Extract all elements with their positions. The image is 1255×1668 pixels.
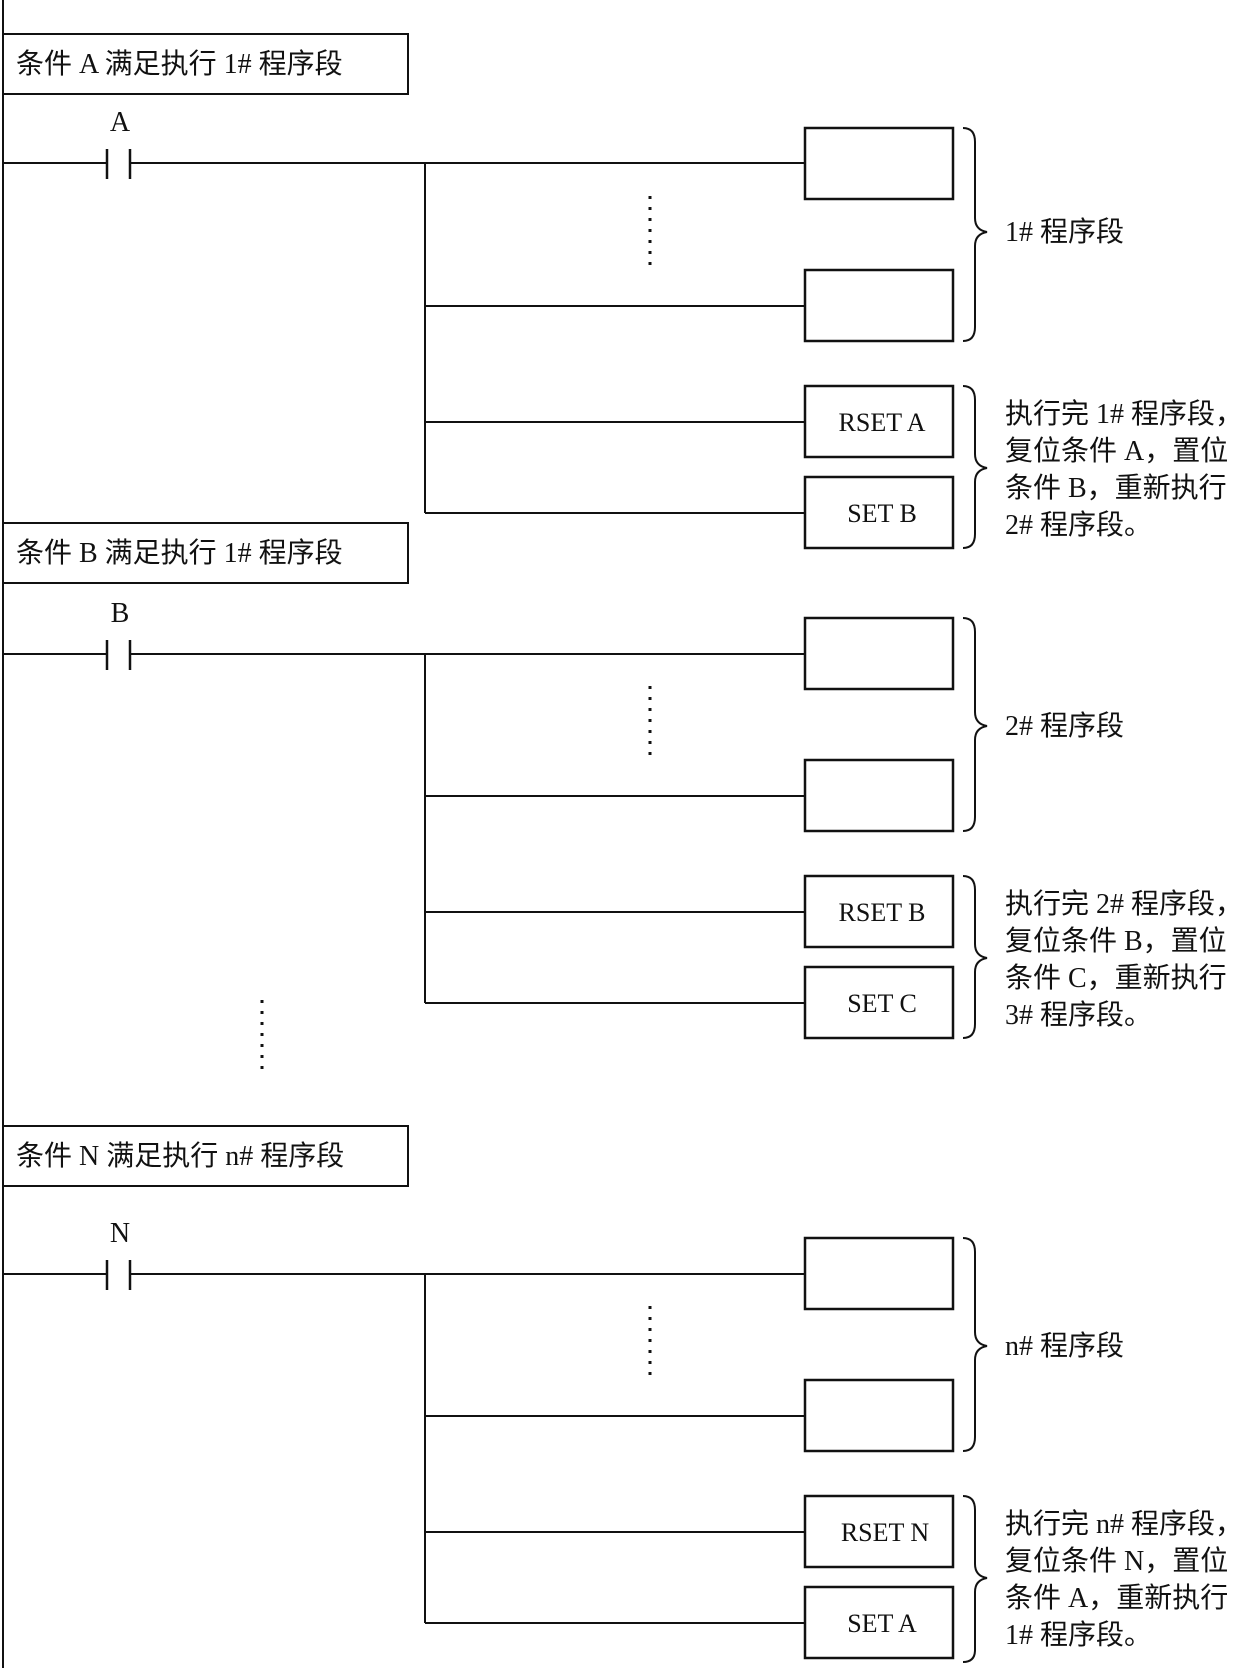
note-line: 复位条件 B，置位: [1005, 925, 1227, 957]
reset-instruction-label: RSET A: [839, 408, 926, 437]
reset-instruction-label: RSET N: [841, 1518, 930, 1547]
section-n: 条件 N 满足执行 n# 程序段 N RSET N SET A n# 程序段 执…: [2, 1125, 1243, 1663]
output-box: [803, 126, 955, 201]
note-line: 条件 A，重新执行: [1005, 1582, 1228, 1614]
set-instruction-label: SET C: [847, 989, 917, 1018]
segment-label: n# 程序段: [1005, 1330, 1124, 1362]
note-line: 执行完 1# 程序段，: [1005, 398, 1243, 430]
set-instruction-box: [803, 475, 955, 550]
section-header-box: [2, 33, 409, 95]
segment-brace: [962, 1237, 988, 1452]
contact-label: B: [111, 598, 130, 629]
output-box: [803, 268, 955, 343]
note-brace: [962, 875, 988, 1039]
segment-brace: [962, 127, 988, 342]
section-2: 条件 B 满足执行 1# 程序段 B RSET B SET C 2# 程序段 执…: [2, 522, 1243, 1040]
output-box: [803, 758, 955, 833]
note-brace: [962, 385, 988, 549]
reset-instruction-box: [803, 874, 955, 949]
segment-label: 1# 程序段: [1005, 216, 1124, 248]
note-line: 3# 程序段。: [1005, 999, 1152, 1031]
note-line: 2# 程序段。: [1005, 509, 1152, 541]
set-instruction-label: SET A: [847, 1609, 917, 1638]
reset-instruction-box: [803, 384, 955, 459]
section-header-box: [2, 522, 409, 584]
note-brace: [962, 1495, 988, 1663]
set-instruction-box: [803, 965, 955, 1040]
segment-label: 2# 程序段: [1005, 710, 1124, 742]
note-line: 执行完 2# 程序段，: [1005, 888, 1243, 920]
contact-label: A: [110, 107, 131, 138]
output-box: [803, 1378, 955, 1453]
section-header-text: 条件 N 满足执行 n# 程序段: [16, 1140, 344, 1172]
note-line: 条件 C，重新执行: [1005, 962, 1227, 994]
set-instruction-box: [803, 1585, 955, 1660]
note-line: 1# 程序段。: [1005, 1619, 1152, 1651]
output-box: [803, 1236, 955, 1311]
note-line: 条件 B，重新执行: [1005, 472, 1227, 504]
reset-instruction-box: [803, 1494, 955, 1569]
note-line: 执行完 n# 程序段，: [1005, 1508, 1243, 1540]
reset-instruction-label: RSET B: [839, 898, 926, 927]
note-line: 复位条件 N，置位: [1005, 1545, 1228, 1577]
output-box: [803, 616, 955, 691]
section-header-box: [2, 1125, 409, 1187]
section-header-text: 条件 B 满足执行 1# 程序段: [16, 537, 343, 569]
section-1: 条件 A 满足执行 1# 程序段 A RSET A SET B 1# 程序段 执…: [2, 33, 1243, 550]
note-line: 复位条件 A，置位: [1005, 435, 1228, 467]
segment-brace: [962, 617, 988, 832]
contact-label: N: [110, 1218, 130, 1249]
set-instruction-label: SET B: [847, 499, 917, 528]
section-header-text: 条件 A 满足执行 1# 程序段: [16, 48, 343, 80]
